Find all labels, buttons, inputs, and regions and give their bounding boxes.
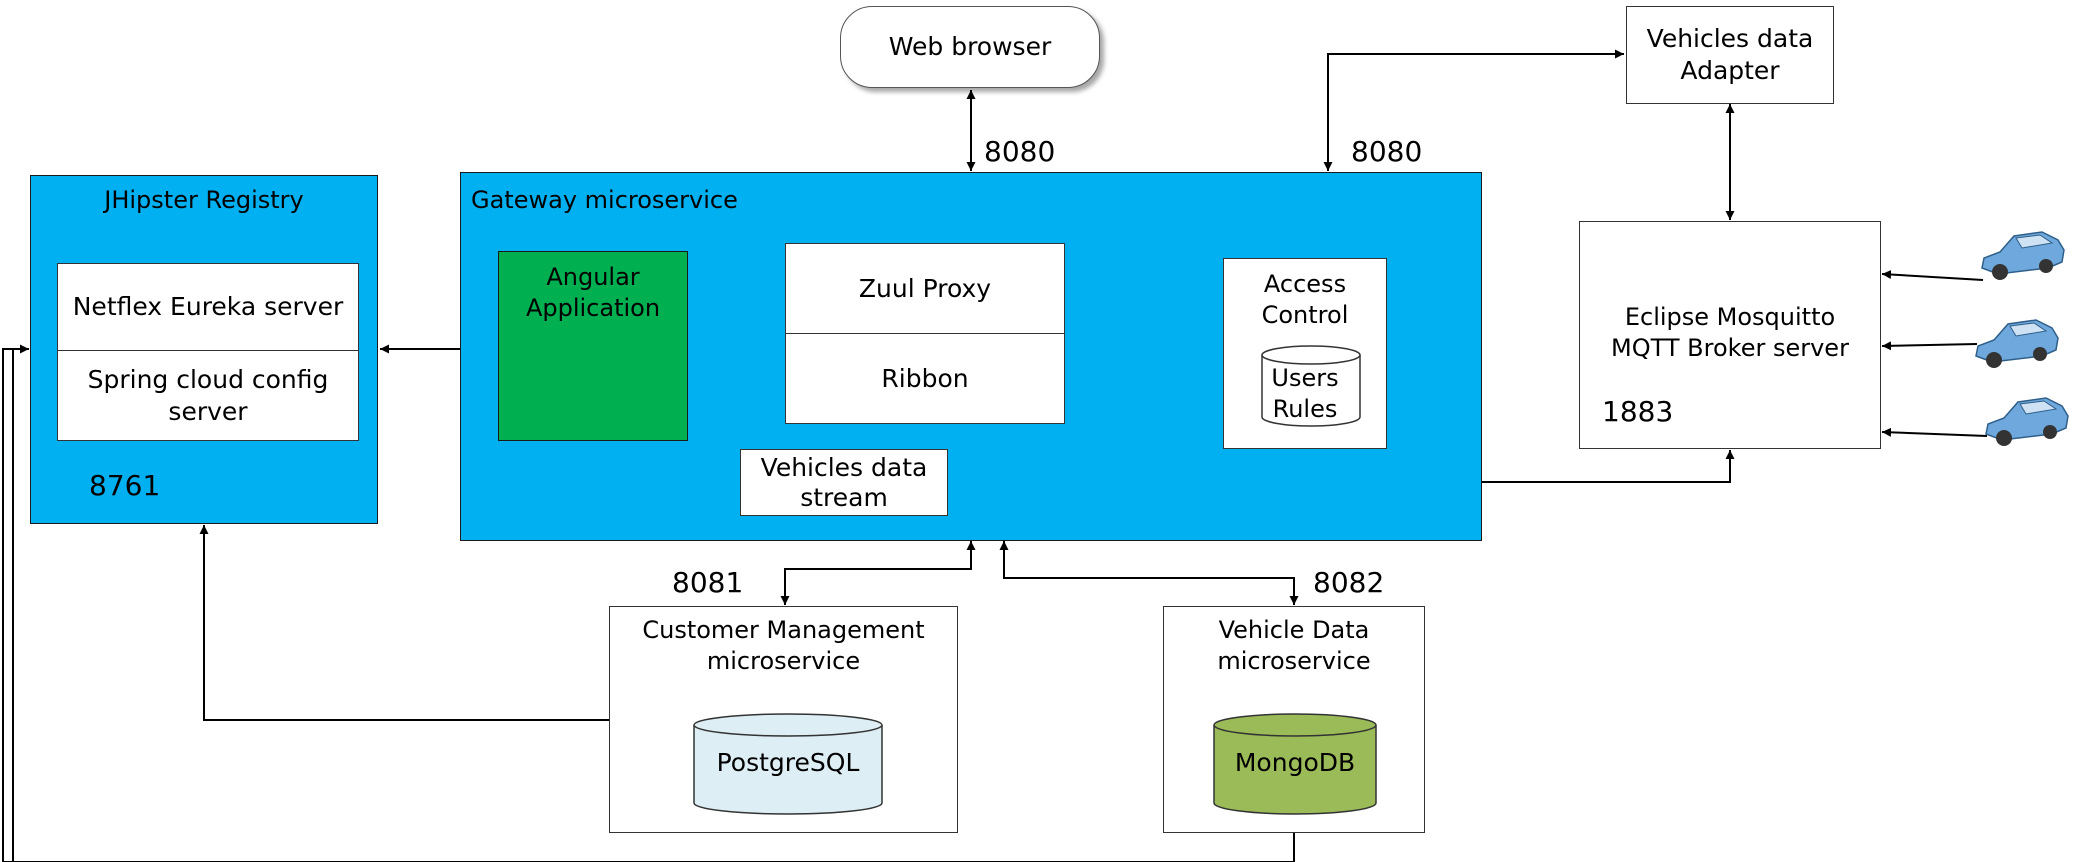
customer-port: 8081	[672, 566, 744, 599]
broker-label-line1: Eclipse Mosquitto	[1624, 303, 1836, 331]
vehicle-data-label-line2: microservice	[1217, 647, 1371, 675]
spring-config-server: Spring cloud config server	[57, 350, 359, 441]
postgresql-label: PostgreSQL	[716, 748, 860, 777]
broker-port: 1883	[1602, 395, 1674, 428]
web-browser-node: Web browser	[840, 6, 1100, 88]
angular-label-line2: Application	[525, 294, 661, 322]
eureka-server: Netflex Eureka server	[57, 263, 359, 351]
broker-label-line2: MQTT Broker server	[1611, 334, 1849, 362]
vehicle-data-microservice: Vehicle Data microservice MongoDB	[1163, 606, 1425, 833]
stream-label-line2: stream	[800, 482, 888, 512]
mongodb-database-icon	[1213, 713, 1377, 815]
adapter-label-line1: Vehicles data	[1646, 24, 1814, 53]
jhipster-registry: JHipster Registry Netflex Eureka server …	[30, 175, 378, 524]
ribbon-label: Ribbon	[881, 363, 969, 393]
car-icon	[1975, 319, 2059, 368]
vehicledata-registry-arrow	[2, 344, 1295, 862]
adapter-label-line2: Adapter	[1680, 56, 1780, 85]
users-rules-database-icon	[1261, 345, 1361, 427]
gateway-adapter-arrow	[1323, 49, 1624, 171]
adapter-port: 8080	[1351, 135, 1423, 168]
web-browser-label: Web browser	[888, 32, 1052, 61]
customer-label: Customer Management microservice	[610, 615, 957, 677]
vehicle-data-label: Vehicle Data microservice	[1164, 615, 1424, 677]
vehicles-data-stream: Vehicles data stream	[740, 449, 948, 516]
car-icon	[1985, 397, 2069, 446]
mongodb-label: MongoDB	[1234, 748, 1356, 777]
customer-registry-arrow	[199, 525, 609, 721]
angular-application: Angular Application	[498, 251, 688, 441]
postgresql-database-icon	[693, 713, 883, 815]
car1-broker-arrow	[1881, 270, 1984, 281]
vehicles-data-adapter: Vehicles data Adapter	[1626, 6, 1834, 104]
zuul-label: Zuul Proxy	[858, 273, 992, 303]
vehicle-data-label-line1: Vehicle Data	[1218, 616, 1370, 644]
car3-broker-arrow	[1881, 427, 1988, 437]
customer-label-line1: Customer Management	[642, 616, 925, 644]
browser-port: 8080	[984, 135, 1056, 168]
config-label-line1: Spring cloud config	[87, 364, 329, 394]
vehicledata-registry-arrow-inner	[12, 348, 29, 861]
access-control-label: Access Control	[1224, 269, 1386, 331]
car-icon	[1981, 231, 2065, 280]
mqtt-broker: Eclipse Mosquitto MQTT Broker server 188…	[1579, 221, 1881, 449]
angular-label: Angular Application	[499, 262, 687, 324]
angular-label-line1: Angular	[546, 263, 640, 291]
stream-label-line1: Vehicles data	[760, 452, 928, 482]
customer-management-microservice: Customer Management microservice Postgre…	[609, 606, 958, 833]
users-rules-label: Users Rules	[1224, 363, 1386, 425]
gateway-vehicledata-arrow	[999, 541, 1299, 605]
users-label: Users	[1271, 364, 1339, 392]
access-label-line2: Control	[1261, 301, 1349, 329]
gateway-title: Gateway microservice	[471, 186, 738, 214]
registry-port: 8761	[89, 469, 161, 502]
zuul-proxy: Zuul Proxy	[785, 243, 1065, 334]
eureka-label: Netflex Eureka server	[72, 292, 344, 321]
access-control: Access Control Users Rules	[1223, 258, 1387, 449]
access-label-line1: Access	[1263, 270, 1347, 298]
config-label-line2: server	[168, 396, 248, 426]
car2-broker-arrow	[1881, 341, 1978, 351]
registry-title: JHipster Registry	[104, 186, 304, 214]
rules-label: Rules	[1272, 395, 1338, 423]
gateway-customer-arrow	[780, 541, 976, 605]
customer-label-line2: microservice	[706, 647, 861, 675]
broker-label: Eclipse Mosquitto MQTT Broker server	[1580, 302, 1880, 364]
ribbon: Ribbon	[785, 333, 1065, 424]
vehicle-data-port: 8082	[1313, 566, 1385, 599]
